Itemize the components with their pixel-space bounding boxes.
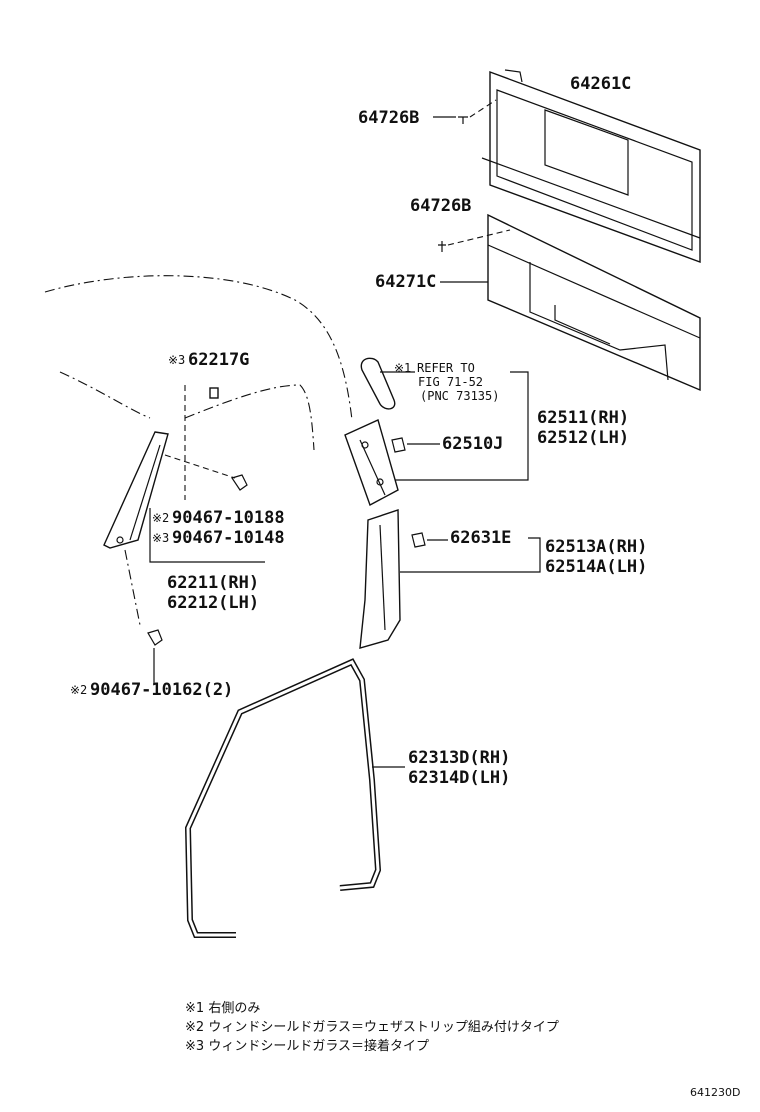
windshield-outline xyxy=(184,384,315,451)
note-1: ※1 右側のみ xyxy=(185,1001,261,1016)
mark-2-b: ※2 xyxy=(70,683,88,697)
label-clip-c: 90467-10162(2) xyxy=(90,680,234,700)
body-outline-upper xyxy=(44,275,353,421)
note-2: ※2 ウィンドシールドガラス＝ウェザストリップ組み付けタイプ xyxy=(185,1020,559,1035)
mark-1: ※1 xyxy=(394,361,412,375)
label-62510j: 62510J xyxy=(442,434,504,454)
screw-top xyxy=(458,116,468,124)
body-outline-lower xyxy=(59,371,151,419)
mark-3-b: ※3 xyxy=(152,531,170,545)
label-62513a: 62513A(RH) xyxy=(545,537,648,557)
clip-90467-10188 xyxy=(231,474,248,491)
label-clip-a: 90467-10188 xyxy=(172,508,285,528)
label-64261c: 64261C xyxy=(570,74,632,94)
label-62514a: 62514A(LH) xyxy=(545,557,648,577)
label-62212: 62212(LH) xyxy=(167,593,260,613)
label-64726b-mid: 64726B xyxy=(410,196,472,216)
center-pillar-lower xyxy=(359,509,401,649)
screw-mid xyxy=(438,241,446,252)
refer-line1: REFER TO xyxy=(417,361,475,375)
label-62512: 62512(LH) xyxy=(537,428,630,448)
figure-code: 641230D xyxy=(690,1086,741,1099)
mark-3-a: ※3 xyxy=(168,353,186,367)
assist-grip xyxy=(360,357,396,410)
refer-line2: FIG 71-52 xyxy=(418,375,484,389)
label-62314d: 62314D(LH) xyxy=(408,768,511,788)
center-pillar-upper xyxy=(344,419,399,507)
note-3: ※3 ウィンドシールドガラス＝接着タイプ xyxy=(185,1039,430,1054)
label-62217g: 62217G xyxy=(188,350,250,370)
label-62313d: 62313D(RH) xyxy=(408,748,511,768)
mark-2-a: ※2 xyxy=(152,511,170,525)
refer-line3: (PNC 73135) xyxy=(420,389,500,403)
label-62631e: 62631E xyxy=(450,528,512,548)
door-weatherstrip xyxy=(184,658,382,938)
label-clip-b: 90467-10148 xyxy=(172,528,285,548)
clip-62510j xyxy=(391,437,406,453)
clip-62217g xyxy=(209,387,219,399)
label-64271c: 64271C xyxy=(375,272,437,292)
rear-lower-panel-64271c xyxy=(487,213,701,392)
label-64726b-top: 64726B xyxy=(358,108,420,128)
clip-62631e xyxy=(411,532,426,548)
clip-90467-10162 xyxy=(147,629,163,646)
a-pillar-garnish xyxy=(103,431,169,549)
label-62211: 62211(RH) xyxy=(167,573,260,593)
label-62511: 62511(RH) xyxy=(537,408,630,428)
rear-panel-64261c xyxy=(481,69,701,264)
